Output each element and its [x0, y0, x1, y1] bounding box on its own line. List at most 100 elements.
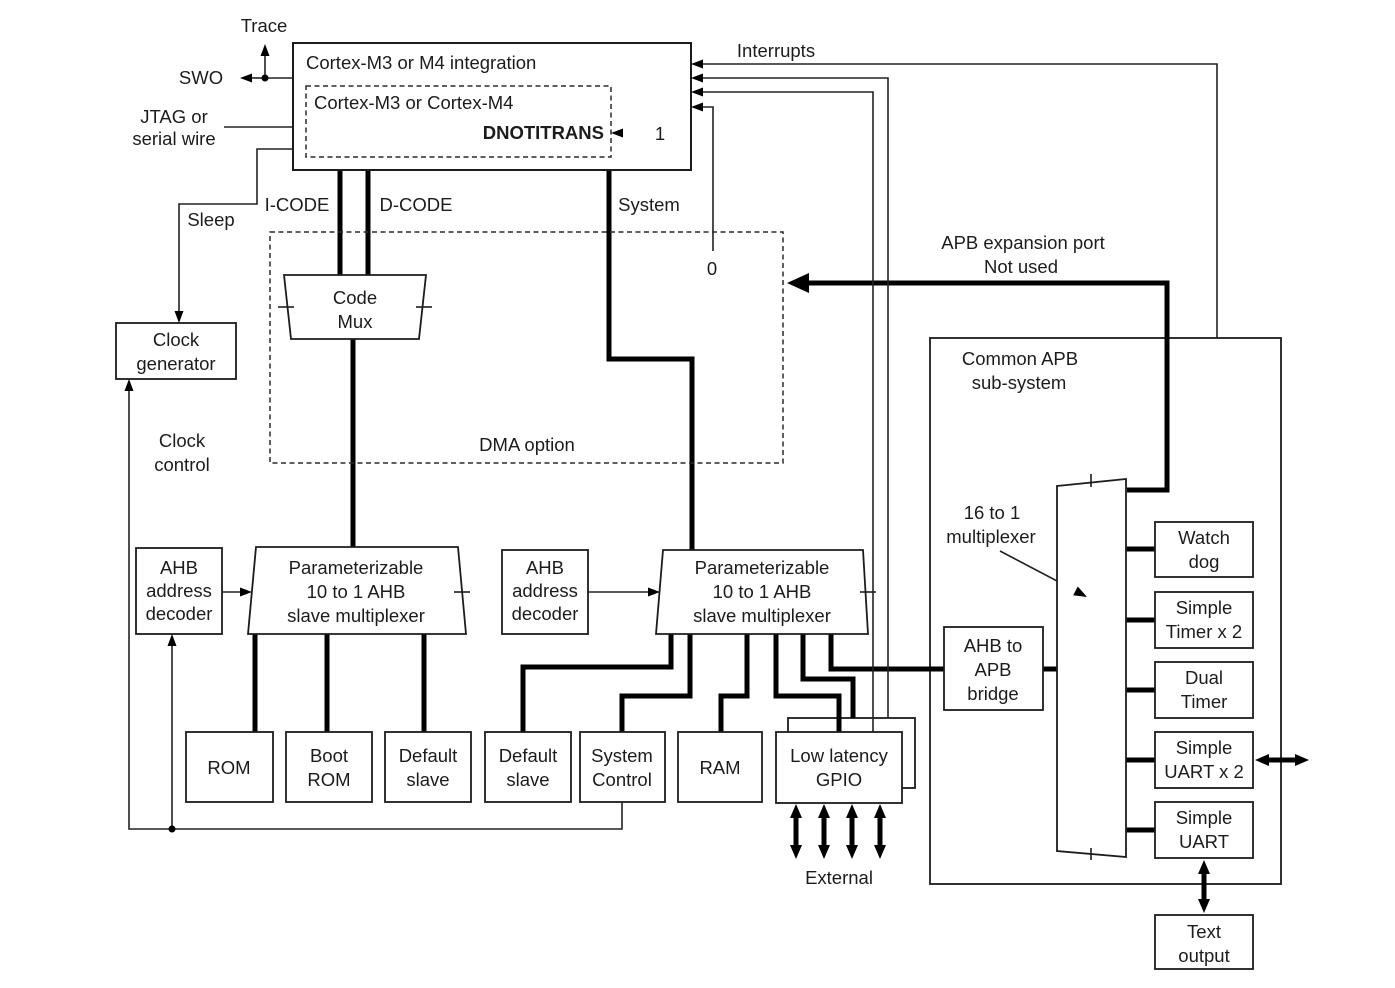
apb-expansion-bus: [806, 280, 1170, 493]
decoder-left-label-line1: AHB: [160, 557, 198, 578]
tie-zero-wire: [700, 106, 714, 251]
cortex-integration-box: [292, 42, 692, 171]
external-arrow-3-up-head: [846, 804, 858, 818]
interrupts-label: Interrupts: [737, 40, 815, 61]
mux16-label-line2: multiplexer: [946, 526, 1035, 547]
gpio-label-line1: Low latency: [790, 745, 888, 766]
interrupt-3-arrowhead: [691, 87, 703, 97]
ahb-decoder-right-box: [501, 549, 589, 635]
simple-uart-label-line2: UART: [1179, 831, 1229, 852]
clock-generator-label-line1: Clock: [153, 329, 200, 350]
icode-label: I-CODE: [265, 194, 330, 215]
watchdog-label-line2: dog: [1189, 551, 1220, 572]
system-control-box: [579, 731, 666, 803]
uart-textout-up-head: [1198, 860, 1210, 874]
interrupt-1-arrowhead: [691, 59, 703, 69]
mux-right-bridge-bus: [828, 632, 944, 672]
interrupt-wire-2: [700, 77, 889, 718]
system-control-label-line2: Control: [592, 769, 652, 790]
mux16-label-line1: 16 to 1: [964, 502, 1021, 523]
sleep-label: Sleep: [187, 209, 234, 230]
clock-generator-label-line2: generator: [136, 353, 215, 374]
mux-left-label-line2: 10 to 1 AHB: [307, 581, 406, 602]
clock-control-label-line1: Clock: [159, 430, 206, 451]
dnotitrans-arrowhead: [611, 128, 623, 138]
mux-left-label-line3: slave multiplexer: [287, 605, 425, 626]
interrupt-2-arrowhead: [691, 73, 703, 83]
simple-timer-box: [1154, 591, 1254, 649]
trace-swo-junction-dot: [261, 74, 269, 82]
trace-arrowhead: [260, 44, 270, 56]
clock-control-label-line2: control: [154, 454, 210, 475]
dual-timer-box: [1154, 661, 1254, 719]
mux-right-gpio-back-bus: [800, 632, 856, 718]
mux-right-ram-bus: [718, 632, 750, 732]
bridge-label-line3: bridge: [967, 683, 1018, 704]
external-arrow-4-up-head: [874, 804, 886, 818]
decoder-right-arrowhead: [648, 587, 660, 597]
slave-mux-left-trapezoid: [247, 546, 467, 635]
slave-mux-right-trapezoid: [655, 549, 869, 635]
sleep-wire: [178, 148, 293, 317]
clock-generator-box: [115, 322, 237, 380]
simple-timer-label-line2: Timer x 2: [1166, 621, 1242, 642]
external-arrow-4-down-head: [874, 845, 886, 859]
cortex-core-title: Cortex-M3 or Cortex-M4: [314, 92, 513, 113]
tie-zero-label: 0: [707, 258, 717, 279]
uart-textout-down-head: [1198, 899, 1210, 913]
interrupt-wire-3: [700, 91, 874, 732]
default-slave-left-label-line2: slave: [406, 769, 449, 790]
decoder-left-label-line3: decoder: [146, 603, 213, 624]
dual-timer-label-line1: Dual: [1185, 667, 1223, 688]
arrowhead-layer: [124, 44, 1087, 646]
external-arrow-2-down-head: [818, 845, 830, 859]
dual-timer-label-line2: Timer: [1181, 691, 1228, 712]
apb-expansion-label-line1: APB expansion port: [941, 232, 1105, 253]
rom-box: [185, 731, 274, 803]
code-mux-label-line2: Mux: [338, 311, 374, 332]
system-control-label-line1: System: [591, 745, 653, 766]
text-output-label-line1: Text: [1187, 921, 1221, 942]
text-layer: Trace SWO JTAG or serial wire Sleep Inte…: [132, 15, 1243, 966]
interrupt-wire-1: [700, 63, 1218, 338]
text-output-box: [1154, 914, 1254, 970]
bootrom-label-line2: ROM: [307, 769, 350, 790]
decoder-left-arrowhead: [240, 587, 252, 597]
mux-right-label-line2: 10 to 1 AHB: [713, 581, 812, 602]
text-output-label-line2: output: [1178, 945, 1229, 966]
watchdog-label-line1: Watch: [1178, 527, 1230, 548]
decoder-left-label-line2: address: [146, 580, 212, 601]
clock-control-junction-dot: [168, 825, 176, 833]
gpio-front-box: [775, 731, 903, 804]
ahb-decoder-left-box: [135, 547, 223, 635]
ahb-apb-bridge-box: [943, 626, 1044, 711]
mux-left-label-line1: Parameterizable: [289, 557, 424, 578]
dnotitrans-label: DNOTITRANS: [483, 122, 604, 143]
common-apb-label-line2: sub-system: [972, 372, 1067, 393]
simple-timer-label-line1: Simple: [1176, 597, 1233, 618]
code-mux-trapezoid: [282, 274, 428, 340]
external-arrow-3-down-head: [846, 845, 858, 859]
bootrom-box: [285, 731, 373, 803]
uartx2-io-left-head: [1255, 754, 1269, 766]
mux-right-label-line3: slave multiplexer: [693, 605, 831, 626]
default-slave-right-label-line2: slave: [506, 769, 549, 790]
mux16-trapezoid: [1056, 478, 1127, 858]
gpio-label-line2: GPIO: [816, 769, 862, 790]
simple-uart-x2-label-line1: Simple: [1176, 737, 1233, 758]
clock-generator-arrowhead: [124, 379, 134, 391]
ram-box: [677, 731, 763, 803]
rom-label: ROM: [207, 757, 250, 778]
wire-layer: [128, 48, 1218, 833]
jtag-label-line2: serial wire: [132, 128, 215, 149]
swo-arrowhead: [240, 73, 252, 83]
system-bus: [606, 170, 695, 550]
mux-right-defslave-bus: [520, 632, 674, 732]
default-slave-left-box: [384, 731, 472, 803]
default-slave-left-label-line1: Default: [399, 745, 458, 766]
mux-right-gpio-front-bus: [773, 632, 842, 732]
bridge-label-line2: APB: [974, 659, 1011, 680]
mux-right-label-line1: Parameterizable: [695, 557, 830, 578]
